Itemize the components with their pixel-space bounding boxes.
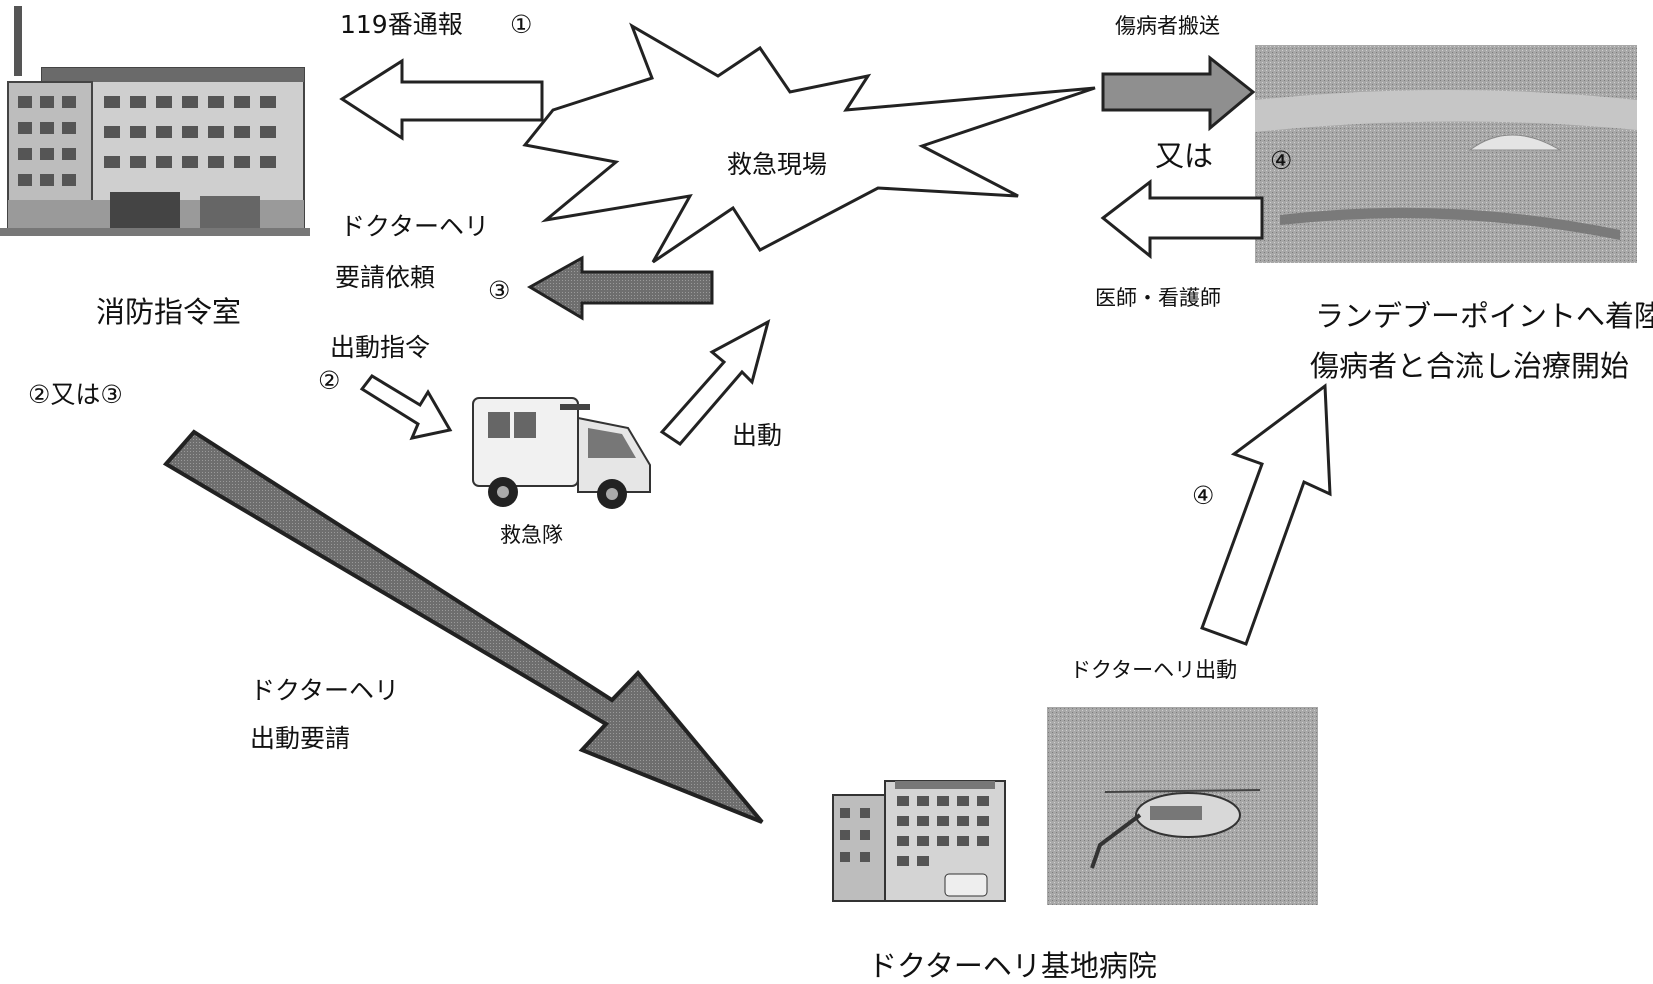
patient-transport-arrow bbox=[1101, 54, 1256, 132]
heli-depart-arrow bbox=[1200, 383, 1332, 646]
step3-number: ③ bbox=[488, 276, 511, 305]
transport-label: 傷病者搬送 bbox=[1115, 14, 1220, 38]
heli-depart-label: ドクターヘリ出動 bbox=[1070, 658, 1238, 682]
ambulance-image bbox=[472, 397, 651, 509]
landing-label-2: 傷病者と合流し治療開始 bbox=[1310, 349, 1630, 383]
doctor-nurse-arrow bbox=[1100, 178, 1264, 260]
dispatch-room-label: 消防指令室 bbox=[96, 295, 242, 329]
report-119-label: 119番通報 bbox=[340, 10, 463, 39]
step4-number-bottom: ④ bbox=[1192, 481, 1215, 510]
doctor-nurse-label: 医師・看護師 bbox=[1095, 286, 1221, 310]
scene-label: 救急現場 bbox=[727, 150, 828, 179]
depart-label: 出動 bbox=[732, 421, 783, 450]
ambulance-depart-arrow bbox=[659, 319, 771, 446]
step2-number: ② bbox=[318, 366, 341, 395]
dispatch-building-image bbox=[0, 6, 310, 236]
report-119-arrow bbox=[339, 58, 544, 141]
base-hospital-label: ドクターヘリ基地病院 bbox=[868, 949, 1157, 983]
hospital-building-image bbox=[832, 780, 1006, 902]
helicopter-image bbox=[1047, 707, 1318, 905]
emergency-scene-burst bbox=[522, 22, 1096, 264]
dispatch-order-arrow bbox=[359, 374, 453, 441]
landing-point-image bbox=[1255, 45, 1637, 263]
heli-request-arrow bbox=[526, 255, 714, 321]
step1-number: ① bbox=[510, 10, 533, 39]
dispatch-order-label: 出動指令 bbox=[330, 333, 431, 362]
landing-label-1: ランデブーポイントへ着陸 bbox=[1315, 299, 1653, 333]
heli-dispatch-request-arrow bbox=[162, 429, 764, 824]
step2-or-3-label: ②又は③ bbox=[28, 380, 123, 409]
or-label-right: 又は bbox=[1155, 139, 1214, 173]
heli-request-label-2: 要請依頼 bbox=[335, 263, 436, 292]
heli-request-label-1: ドクターヘリ bbox=[340, 212, 490, 241]
ambulance-label: 救急隊 bbox=[500, 523, 563, 547]
heli-dispatch-label-2: 出動要請 bbox=[250, 724, 351, 753]
step4-number-top: ④ bbox=[1270, 146, 1293, 175]
heli-dispatch-label-1: ドクターヘリ bbox=[250, 676, 400, 705]
